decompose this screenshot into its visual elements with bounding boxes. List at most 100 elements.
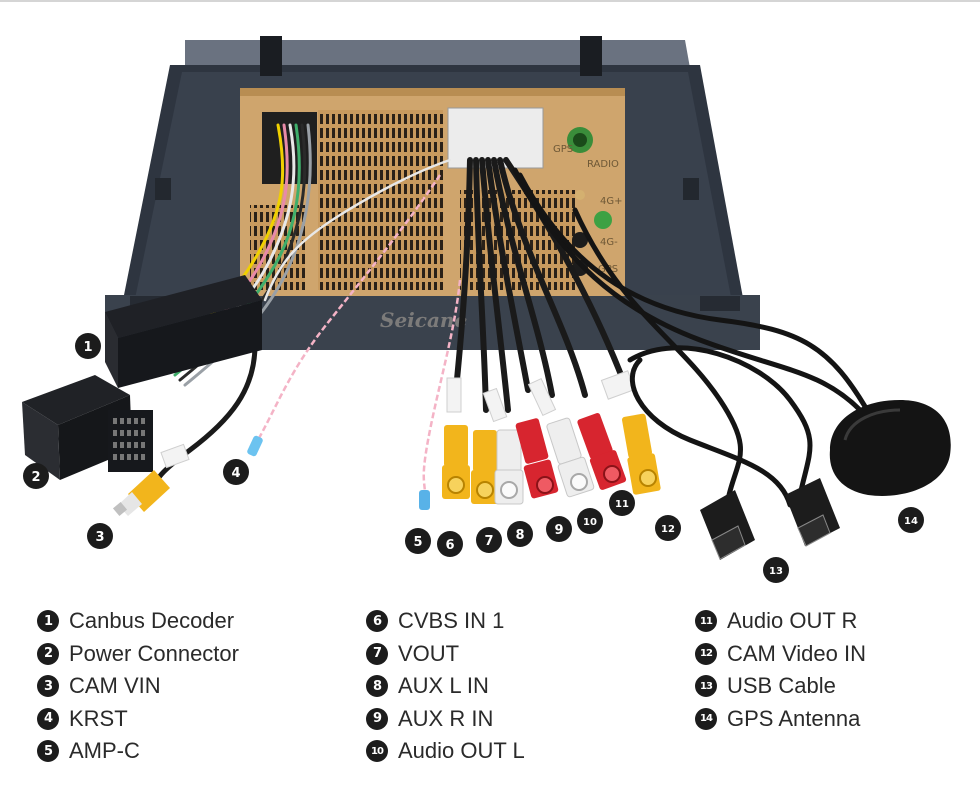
callout-6: 6: [437, 531, 463, 557]
number-badge: 4: [37, 707, 59, 730]
rca-plug-vout: [471, 430, 499, 504]
callout-markers: 1 2 3 4 5 6 7 8 9 10 11 12 13 14: [23, 333, 924, 583]
legend-label: CAM Video IN: [727, 640, 866, 666]
legend-item: 12 CAM Video IN: [695, 638, 866, 671]
legend-label: CVBS IN 1: [398, 608, 505, 634]
gps-antenna: [829, 400, 951, 496]
rca-plug-aux-r-in: [515, 418, 559, 499]
legend-item: 4 KRST: [37, 703, 239, 736]
legend-item: 5 AMP-C: [37, 735, 239, 768]
power-connector: [22, 375, 153, 480]
legend-item: 14 GPS Antenna: [695, 703, 866, 736]
legend-label: CAM VIN: [69, 673, 161, 699]
legend-item: 9 AUX R IN: [366, 703, 525, 736]
svg-text:1: 1: [83, 340, 92, 355]
legend-item: 2 Power Connector: [37, 638, 239, 671]
4g-plus-port-label: 4G+: [600, 196, 623, 207]
rca-plug-audio-out-l: [546, 417, 595, 498]
svg-text:7: 7: [484, 534, 493, 549]
callout-9: 9: [546, 516, 572, 542]
callout-3: 3: [87, 523, 113, 549]
number-badge: 5: [37, 740, 59, 763]
number-badge: 1: [37, 610, 59, 633]
callout-12: 12: [655, 515, 681, 541]
legend-label: Audio OUT L: [398, 738, 525, 764]
rca-plug-cam-video-in: [622, 413, 661, 495]
svg-text:12: 12: [661, 524, 675, 535]
svg-text:4: 4: [231, 466, 240, 481]
legend-item: 3 CAM VIN: [37, 670, 239, 703]
top-divider: [0, 0, 980, 2]
legend-item: 7 VOUT: [366, 638, 525, 671]
svg-text:3: 3: [95, 530, 104, 545]
legend-item: 13 USB Cable: [695, 670, 866, 703]
number-badge: 6: [366, 610, 388, 633]
legend-label: Canbus Decoder: [69, 608, 235, 634]
number-badge: 2: [37, 642, 59, 665]
svg-text:2: 2: [31, 470, 40, 485]
cable-tag: [600, 370, 636, 400]
callout-10: 10: [577, 508, 603, 534]
canbus-decoder: [105, 275, 262, 388]
rca-cable-bundle: [452, 157, 628, 413]
svg-text:8: 8: [515, 528, 524, 543]
cable-tag: [527, 377, 557, 417]
amp-c-lead: [419, 279, 462, 510]
callout-7: 7: [476, 527, 502, 553]
legend-label: Audio OUT R: [727, 608, 858, 634]
legend-label: VOUT: [398, 640, 460, 666]
callout-13: 13: [763, 557, 789, 583]
svg-text:10: 10: [583, 517, 597, 528]
legend-column-3: 11 Audio OUT R 12 CAM Video IN 13 USB Cable…: [695, 605, 866, 735]
usb-connector-2: [785, 478, 840, 547]
callout-14: 14: [898, 507, 924, 533]
svg-text:11: 11: [615, 499, 629, 510]
cable-tag: [160, 443, 190, 469]
svg-text:5: 5: [413, 535, 422, 550]
callout-8: 8: [507, 521, 533, 547]
legend-label: AMP-C: [69, 738, 140, 764]
svg-text:13: 13: [769, 566, 783, 577]
number-badge: 13: [695, 675, 717, 698]
legend-item: 10 Audio OUT L: [366, 735, 525, 768]
rca-plug-aux-l-in: [494, 429, 524, 505]
cam-vin-plug: [112, 470, 170, 517]
rear-panel: GPS RADIO 4G+ 4G- GPS: [240, 88, 625, 296]
svg-text:9: 9: [554, 523, 563, 538]
number-badge: 7: [366, 642, 388, 665]
krst-lead: [247, 174, 442, 457]
usb-gps-cables: [512, 167, 873, 523]
svg-text:6: 6: [445, 538, 454, 553]
legend-column-1: 1 Canbus Decoder 2 Power Connector 3 CAM VI…: [37, 605, 239, 768]
rca-plug-cvbs-in-1: [442, 425, 470, 499]
radio-port-label: RADIO: [587, 159, 619, 170]
legend-label: AUX R IN: [398, 705, 494, 731]
legend-label: KRST: [69, 705, 128, 731]
cable-tag: [482, 387, 508, 423]
number-badge: 12: [695, 642, 717, 665]
legend-label: Power Connector: [69, 640, 239, 666]
legend-item: 11 Audio OUT R: [695, 605, 866, 638]
cable-tag: [446, 377, 462, 413]
rca-plug-audio-out-r: [577, 413, 627, 490]
callout-2: 2: [23, 463, 49, 489]
usb-connector-1: [700, 490, 755, 560]
legend-item: 6 CVBS IN 1: [366, 605, 525, 638]
number-badge: 10: [366, 740, 388, 763]
number-badge: 9: [366, 707, 388, 730]
number-badge: 3: [37, 675, 59, 698]
4g-minus-port-label: 4G-: [600, 237, 618, 248]
gps-port-label: GPS: [553, 144, 573, 155]
svg-text:14: 14: [904, 516, 918, 527]
callout-5: 5: [405, 528, 431, 554]
number-badge: 11: [695, 610, 717, 633]
legend-label: USB Cable: [727, 673, 836, 699]
callout-1: 1: [75, 333, 101, 359]
number-badge: 14: [695, 707, 717, 730]
callout-4: 4: [223, 459, 249, 485]
number-badge: 8: [366, 675, 388, 698]
legend-item: 1 Canbus Decoder: [37, 605, 239, 638]
legend-label: GPS Antenna: [727, 705, 861, 731]
